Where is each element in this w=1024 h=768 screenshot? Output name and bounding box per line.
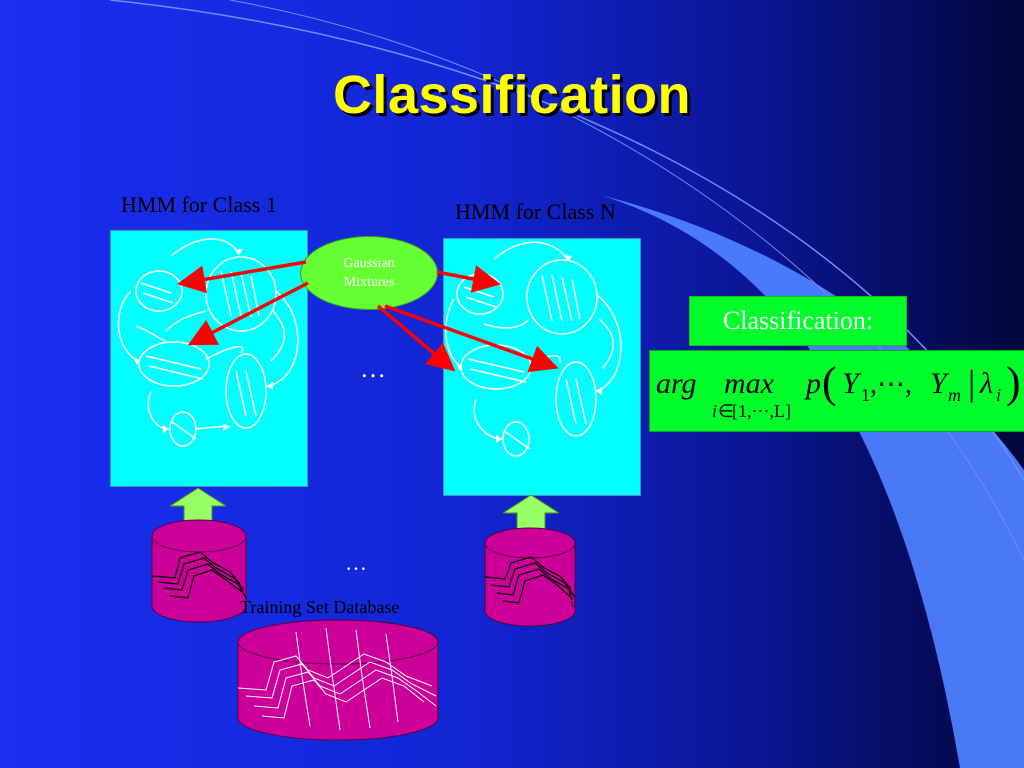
formula-ellipsis: ,⋯, [870,369,912,400]
formula-ym: Y [930,367,950,400]
middle-ellipsis: … [360,354,390,383]
bottom-ellipsis: … [345,550,371,575]
hmm-class-n-box [443,238,641,496]
classification-formula-box: arg max i ∈ [1,⋯,L] p ( Y 1 ,⋯, Y m | λ … [649,350,1024,432]
class-n-database-icon [484,527,576,627]
gaussian-mixtures-ellipse: Gaussian Mixtures [300,236,438,310]
formula-open-paren: ( [822,358,837,407]
hmm-class-1-state-graph [117,238,299,447]
up-arrow-class-n [503,495,559,537]
gaussian-label-line1: Gaussian [343,256,395,271]
hmm-class-1-box [110,230,308,487]
formula-sub-i: i [996,385,1001,405]
formula-p: p [804,367,821,400]
hmm-class-1-label: HMM for Class 1 [121,192,277,217]
formula-close-paren: ) [1006,358,1021,407]
slide-title: Classification [332,65,692,125]
training-set-database-icon [237,619,439,741]
formula-sub-1: 1 [861,385,870,405]
hmm-class-n-state-graph [444,241,622,457]
classification-label-box: Classification: [689,296,907,346]
training-set-database-label: Training Set Database [240,597,400,617]
class-1-database-icon [151,519,247,623]
up-arrow-class-1 [170,488,226,530]
formula-subscript-i: i [712,401,717,421]
gaussian-label-line2: Mixtures [343,275,395,290]
formula-arg: arg [656,367,697,400]
formula-bar: | [968,363,975,403]
formula-sub-m: m [948,385,961,405]
classification-formula: arg max i ∈ [1,⋯,L] p ( Y 1 ,⋯, Y m | λ … [656,358,1021,421]
formula-subscript-in: ∈ [718,401,734,421]
formula-y1: Y [842,367,862,400]
formula-lambda: λ [979,367,993,400]
classification-label: Classification: [722,306,874,335]
hmm-class-n-label: HMM for Class N [455,199,616,224]
formula-max: max [724,367,775,400]
formula-subscript-range: [1,⋯,L] [732,401,791,421]
